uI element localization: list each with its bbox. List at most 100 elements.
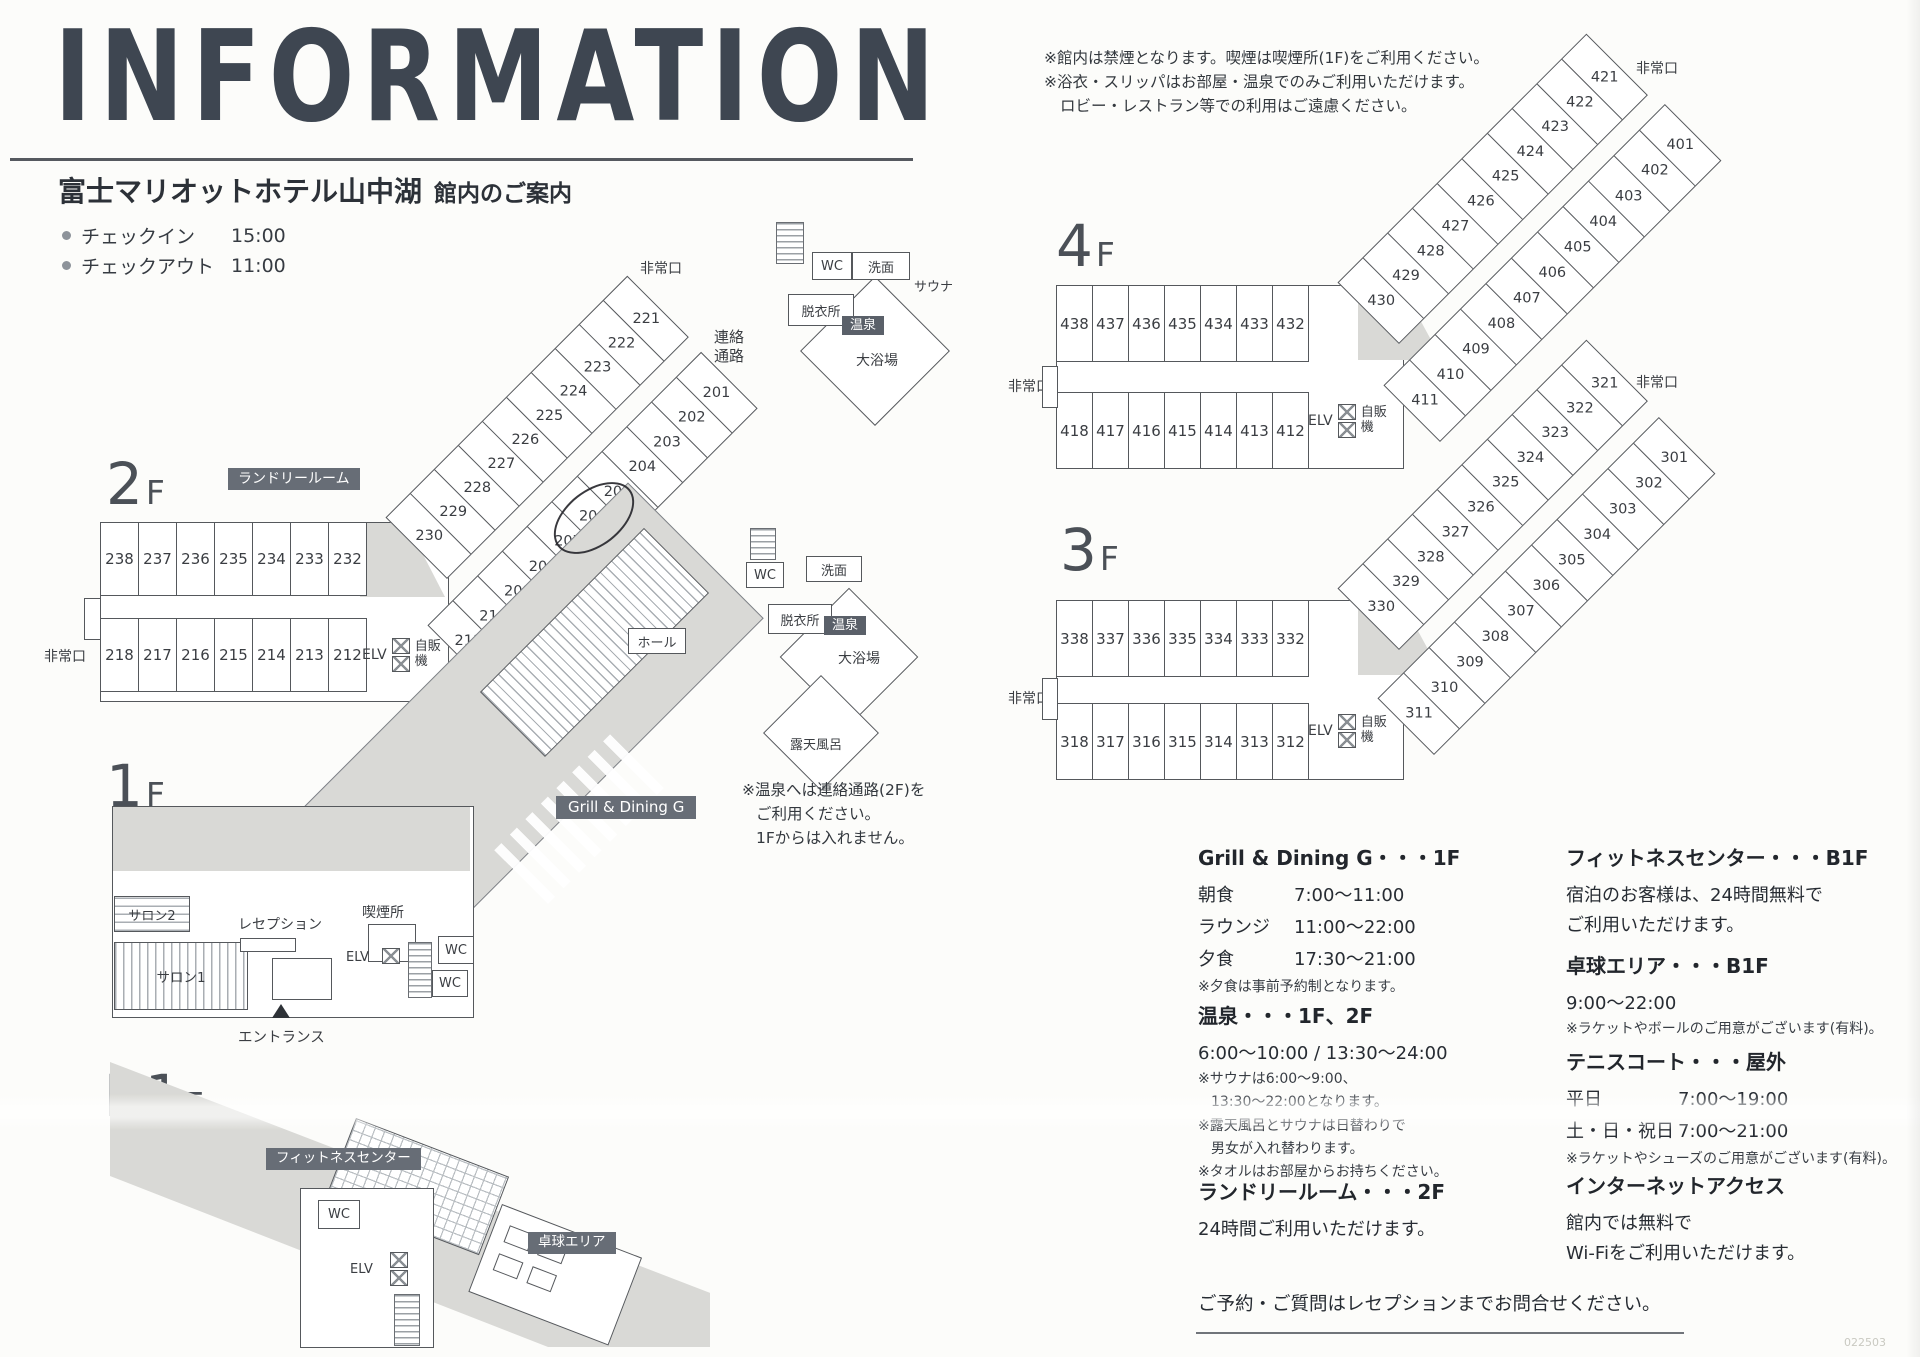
contact-underline <box>1196 1332 1684 1334</box>
schedule-time: 7:00〜11:00 <box>1294 885 1405 906</box>
section-title: フィットネスセンター・・・B1F <box>1566 846 1869 870</box>
room-cell: 214 <box>253 618 291 692</box>
floor-number: 3 <box>1060 516 1098 584</box>
checkin-row: チェックイン 15:00 <box>62 222 286 249</box>
smoking-room-label: 喫煙所 <box>362 905 404 921</box>
info-laundry-section: ランドリールーム・・・2F 24時間ご利用いただけます。 <box>1198 1176 1568 1245</box>
house-rules-notes: ※館内は禁煙となります。喫煙は喫煙所(1F)をご利用ください。 ※浴衣・スリッパ… <box>1044 46 1489 118</box>
note-line: ※館内は禁煙となります。喫煙は喫煙所(1F)をご利用ください。 <box>1044 49 1489 67</box>
info-grill-section: Grill & Dining G・・・1F 朝食 7:00〜11:00 ラウンジ… <box>1198 842 1568 1000</box>
elevator-icon <box>1337 422 1356 438</box>
checkout-time: 11:00 <box>231 254 286 277</box>
table-tennis-table <box>492 1253 524 1280</box>
checkout-label: チェックアウト <box>81 256 215 278</box>
emergency-exit-label: 非常口 <box>1636 61 1678 77</box>
checkin-label: チェックイン <box>81 226 196 248</box>
room-cell: 232 <box>329 522 367 596</box>
section-desc: 宿泊のお客様は、24時間無料で <box>1566 885 1823 906</box>
section-desc: 24時間ご利用いただけます。 <box>1198 1219 1436 1240</box>
schedule-label: 夕食 <box>1198 949 1234 970</box>
elevator-label: ELV <box>346 950 369 965</box>
info-table-tennis-section: 卓球エリア・・・B1F 9:00〜22:00 ※ラケットやボールのご用意がござい… <box>1566 950 1920 1042</box>
room-cell: 338 <box>1056 600 1093 677</box>
schedule-time: 11:00〜22:00 <box>1294 917 1416 938</box>
guide-title: 館内のご案内 <box>434 181 573 207</box>
wc-room: WC <box>318 1200 360 1229</box>
room-cell: 216 <box>177 618 215 692</box>
elevator-icon <box>390 1252 408 1268</box>
dressing-room: 脱衣所 <box>788 294 854 326</box>
room-cell: 218 <box>100 618 139 692</box>
schedule-label: 土・日・祝日 <box>1566 1121 1674 1142</box>
room-cell: 436 <box>1129 285 1165 362</box>
schedule-row: 平日 7:00〜19:00 <box>1566 1085 1920 1111</box>
room-cell: 235 <box>215 522 253 596</box>
vending-machine-label: 自販機 <box>1360 715 1387 745</box>
emergency-exit-label: 非常口 <box>1636 375 1678 391</box>
room-cell: 313 <box>1237 703 1273 780</box>
elevator-icon <box>391 638 410 654</box>
wc-room: WC <box>746 562 784 588</box>
section-title: 卓球エリア・・・B1F <box>1566 954 1769 978</box>
elevator-icon <box>382 948 400 964</box>
washroom: 洗面 <box>806 556 862 582</box>
room-cell: 234 <box>253 522 291 596</box>
stairs-icon <box>750 528 776 560</box>
section-title: ランドリールーム・・・2F <box>1198 1180 1445 1204</box>
section-note: ※ラケットやシューズのご用意がございます(有料)。 <box>1566 1151 1896 1167</box>
sauna-label: サウナ <box>914 280 954 295</box>
info-internet-section: インターネットアクセス 館内では無料で Wi-Fiをご利用いただけます。 <box>1566 1170 1920 1269</box>
reception-label: レセプション <box>238 917 322 933</box>
schedule-label: 朝食 <box>1198 885 1234 906</box>
elevator-label: ELV <box>1308 413 1333 429</box>
onsen-badge: 温泉 <box>842 316 885 335</box>
hotel-heading: 富士マリオットホテル山中湖 館内のご案内 <box>58 170 572 210</box>
vending-machine-label: 自販機 <box>1360 405 1387 435</box>
room-cell: 334 <box>1201 600 1237 677</box>
floor-4f-label: 4 F <box>1056 212 1115 280</box>
room-cell: 312 <box>1273 703 1309 780</box>
wc-room: WC <box>812 252 852 280</box>
floor-2f-label: 2 F <box>106 450 165 518</box>
room-cell: 432 <box>1273 285 1309 362</box>
document-code: 022503 <box>1844 1336 1886 1349</box>
room-cell: 236 <box>177 522 215 596</box>
room-cell: 337 <box>1093 600 1129 677</box>
room-cell: 315 <box>1165 703 1201 780</box>
floor-number: 4 <box>1056 212 1094 280</box>
room-cell: 237 <box>139 522 177 596</box>
emergency-exit-box <box>84 598 101 640</box>
room-cell: 233 <box>291 522 329 596</box>
info-onsen-section: 温泉・・・1F、2F 6:00〜10:00 / 13:30〜24:00 ※サウナ… <box>1198 1000 1568 1185</box>
schedule-label: 平日 <box>1566 1089 1602 1110</box>
section-title: 温泉・・・1F、2F <box>1198 1004 1374 1028</box>
room-cell: 217 <box>139 618 177 692</box>
schedule-time: 9:00〜22:00 <box>1566 993 1677 1014</box>
salon1-room: サロン1 <box>114 942 248 1010</box>
room-cell: 416 <box>1129 392 1165 469</box>
schedule-time: 17:30〜21:00 <box>1294 949 1416 970</box>
elevator-icon <box>1337 714 1356 730</box>
section-note: ※夕食は事前予約制となります。 <box>1198 979 1404 995</box>
section-note: ※タオルはお部屋からお持ちください。 <box>1198 1164 1448 1181</box>
floor-number: 2 <box>106 450 144 518</box>
elevator-icon <box>1337 404 1356 420</box>
floor-2f-elevator-area: ELV 自販機 <box>362 638 445 672</box>
emergency-exit-label: 非常口 <box>44 649 86 665</box>
section-note: 13:30〜22:00となります。 <box>1211 1094 1388 1111</box>
bullet-icon <box>62 231 71 240</box>
checkout-row: チェックアウト 11:00 <box>62 252 286 279</box>
elevator-icon <box>1337 732 1356 748</box>
schedule-row: 夕食 17:30〜21:00 <box>1198 945 1568 971</box>
big-bath-label: 大浴場 <box>856 353 898 369</box>
stairs-icon <box>408 942 432 998</box>
wc-room: WC <box>432 970 468 997</box>
note-line: ロビー・レストラン等での利用はご遠慮ください。 <box>1060 97 1417 116</box>
floor-suffix: F <box>1099 539 1119 578</box>
table-tennis-badge: 卓球エリア <box>528 1232 616 1254</box>
